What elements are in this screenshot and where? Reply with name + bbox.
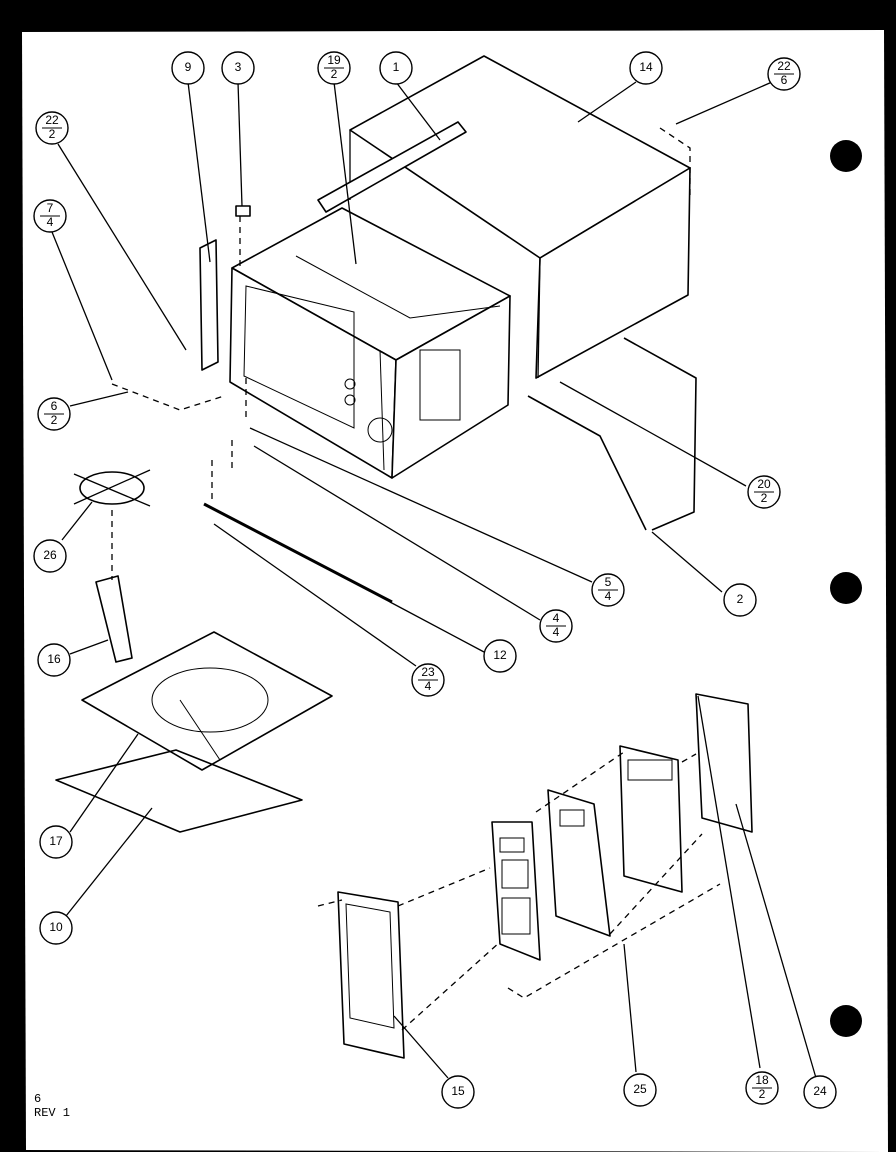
callout-number: 6 bbox=[51, 399, 58, 413]
callout-sheet: 4 bbox=[553, 625, 560, 639]
callout-sheet: 2 bbox=[331, 67, 338, 81]
callout-25: 25 bbox=[623, 1073, 657, 1107]
callout-sheet: 4 bbox=[605, 589, 612, 603]
assembly-lines bbox=[111, 127, 721, 1031]
callout-number: 19 bbox=[327, 53, 341, 67]
base-tray bbox=[81, 631, 333, 771]
door-frame bbox=[337, 891, 405, 1059]
callout-6-2: 6 2 bbox=[37, 397, 71, 431]
binder-hole bbox=[830, 1005, 862, 1037]
callout-1: 1 bbox=[379, 51, 413, 85]
callout-number: 25 bbox=[633, 1082, 647, 1096]
callout-14: 14 bbox=[629, 51, 663, 85]
callout-24: 24 bbox=[803, 1075, 837, 1109]
callout-sheet: 4 bbox=[425, 679, 432, 693]
callout-10: 10 bbox=[39, 911, 73, 945]
callout-3: 3 bbox=[221, 51, 255, 85]
base-sheet bbox=[55, 749, 303, 833]
callout-17: 17 bbox=[39, 825, 73, 859]
binder-hole bbox=[830, 572, 862, 604]
callout-5-4: 5 4 bbox=[591, 573, 625, 607]
callout-number: 26 bbox=[43, 548, 57, 562]
callout-number: 22 bbox=[45, 113, 59, 127]
callout-23-4: 23 4 bbox=[411, 663, 445, 697]
callout-number: 18 bbox=[755, 1073, 769, 1087]
callout-9: 9 bbox=[171, 51, 205, 85]
callout-number: 16 bbox=[47, 652, 61, 666]
callout-number: 3 bbox=[235, 60, 242, 74]
callout-2: 2 bbox=[723, 583, 757, 617]
callout-sheet: 2 bbox=[761, 491, 768, 505]
callout-19-2: 19 2 bbox=[317, 51, 351, 85]
long-rod bbox=[203, 502, 393, 604]
clip-part bbox=[235, 205, 251, 217]
footer-page: 6 bbox=[34, 1092, 41, 1106]
callout-number: 7 bbox=[47, 201, 54, 215]
callout-22-2: 22 2 bbox=[35, 111, 69, 145]
callout-22-6: 22 6 bbox=[767, 57, 801, 91]
callout-number: 9 bbox=[185, 60, 192, 74]
leader-lines bbox=[51, 81, 817, 1079]
turntable-assembly bbox=[73, 469, 151, 507]
control-panel-stack bbox=[491, 693, 753, 961]
callout-number: 12 bbox=[493, 648, 507, 662]
callout-number: 4 bbox=[553, 611, 560, 625]
callout-sheet: 6 bbox=[781, 73, 788, 87]
callout-4-4: 4 4 bbox=[539, 609, 573, 643]
binder-hole bbox=[830, 140, 862, 172]
callout-16: 16 bbox=[37, 643, 71, 677]
callout-number: 23 bbox=[421, 665, 435, 679]
door-seal bbox=[527, 337, 697, 531]
callout-number: 17 bbox=[49, 834, 63, 848]
callout-number: 5 bbox=[605, 575, 612, 589]
callout-number: 15 bbox=[451, 1084, 465, 1098]
callout-20-2: 20 2 bbox=[747, 475, 781, 509]
callout-sheet: 2 bbox=[49, 127, 56, 141]
callout-18-2: 18 2 bbox=[745, 1071, 779, 1105]
callout-12: 12 bbox=[483, 639, 517, 673]
callout-sheet: 2 bbox=[51, 413, 58, 427]
callout-sheet: 2 bbox=[759, 1087, 766, 1101]
side-bracket bbox=[199, 239, 219, 371]
callout-number: 1 bbox=[393, 60, 400, 74]
support-arm bbox=[95, 575, 133, 663]
callout-sheet: 4 bbox=[47, 215, 54, 229]
footer-revision: REV 1 bbox=[34, 1106, 70, 1120]
callout-number: 2 bbox=[737, 592, 744, 606]
oven-cavity bbox=[229, 207, 511, 479]
callout-7-4: 7 4 bbox=[33, 199, 67, 233]
top-bar bbox=[317, 121, 467, 213]
callout-number: 10 bbox=[49, 920, 63, 934]
callout-number: 14 bbox=[639, 60, 653, 74]
callout-number: 22 bbox=[777, 59, 791, 73]
callout-26: 26 bbox=[33, 539, 67, 573]
callout-number: 24 bbox=[813, 1084, 827, 1098]
callout-15: 15 bbox=[441, 1075, 475, 1109]
callout-number: 20 bbox=[757, 477, 771, 491]
